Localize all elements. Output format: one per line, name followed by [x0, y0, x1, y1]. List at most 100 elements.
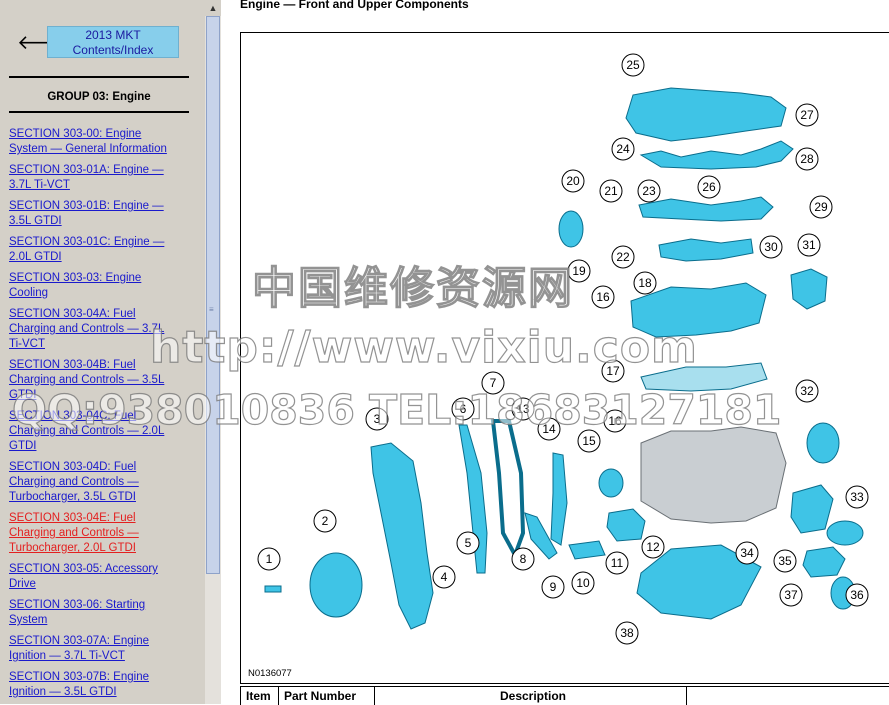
page-title: Engine — Front and Upper Components — [240, 0, 469, 11]
section-link-text: SECTION 303-01B: Engine — — [9, 200, 164, 212]
callout-number: 5 — [465, 536, 472, 550]
column-header-description: Description — [374, 687, 687, 705]
section-link-text: SECTION 303-06: Starting — [9, 599, 146, 611]
callout-18: 17 — [601, 359, 625, 383]
section-link-text: Charging and Controls — — [9, 476, 139, 488]
callout-number: 16 — [608, 414, 622, 428]
callout-circle — [481, 371, 505, 395]
section-link-text: Cooling — [9, 287, 48, 299]
callout-6: 6 — [451, 397, 475, 421]
callout-circle — [365, 407, 389, 431]
divider — [9, 111, 189, 113]
callout-circle — [845, 583, 869, 607]
callout-number: 11 — [611, 556, 624, 570]
callout-37: 36 — [845, 583, 869, 607]
callout-17: 16 — [591, 285, 615, 309]
group-title: GROUP 03: Engine — [47, 91, 151, 103]
callout-circle — [759, 235, 783, 259]
parts-table-header: Item Part Number Description — [240, 686, 889, 705]
callout-14: 14 — [537, 417, 561, 441]
callout-number: 4 — [441, 570, 448, 584]
column-header-item: Item — [240, 687, 278, 705]
callout-number: 25 — [626, 58, 640, 72]
contents-index-button[interactable]: 2013 MKT Contents/Index — [47, 26, 179, 58]
part-head-gasket — [640, 362, 768, 392]
callout-38: 37 — [779, 583, 803, 607]
callout-1: 1 — [257, 547, 281, 571]
section-link-1[interactable]: SECTION 303-01A: Engine —3.7L Ti-VCT — [9, 163, 194, 193]
callout-number: 34 — [740, 546, 754, 560]
callout-number: 14 — [542, 422, 556, 436]
callout-11: 11 — [605, 551, 629, 575]
callout-circle — [537, 417, 561, 441]
callout-9: 9 — [541, 575, 565, 599]
part-oil-pump — [606, 508, 646, 542]
callout-circle — [809, 195, 833, 219]
section-link-text: SECTION 303-04C: Fuel — [9, 410, 137, 422]
section-link-3[interactable]: SECTION 303-01C: Engine —2.0L GTDI — [9, 235, 194, 265]
part-water-pump — [790, 268, 828, 310]
callout-number: 26 — [702, 180, 716, 194]
section-link-text: SECTION 303-04E: Fuel — [9, 512, 136, 524]
callout-circle — [601, 359, 625, 383]
divider — [9, 76, 189, 78]
section-link-text: SECTION 303-01A: Engine — — [9, 164, 164, 176]
part-ignition-coils — [639, 140, 794, 170]
column-header-part-number: Part Number — [278, 687, 374, 705]
section-link-text: GTDI — [9, 440, 37, 452]
part-valve-cover — [625, 87, 787, 142]
sidebar-scrollbar[interactable]: ▲ ≡ — [205, 0, 221, 704]
part-lower-chain-guide — [524, 512, 558, 560]
section-link-text: SECTION 303-03: Engine — [9, 272, 142, 284]
callout-2: 2 — [313, 509, 337, 533]
section-link-text: Turbocharger, 3.5L GTDI — [9, 491, 136, 503]
scroll-thumb[interactable]: ≡ — [206, 16, 220, 574]
part-cam-sprocket — [558, 210, 584, 248]
callout-number: 27 — [800, 108, 814, 122]
callout-circle — [591, 285, 615, 309]
callout-21: 20 — [561, 169, 585, 193]
callout-circle — [577, 429, 601, 453]
section-link-2[interactable]: SECTION 303-01B: Engine — 3.5L GTDI — [9, 199, 194, 229]
callout-number: 28 — [800, 152, 814, 166]
callout-number: 37 — [784, 588, 798, 602]
section-link-text: 3.5L GTDI — [9, 215, 62, 227]
contents-button-line1: 2013 MKT — [85, 28, 141, 42]
callout-27: 26 — [697, 175, 721, 199]
callout-19: 18 — [633, 271, 657, 295]
callout-22: 21 — [599, 179, 623, 203]
section-link-text: Charging and Controls — 3.7L — [9, 323, 165, 335]
callout-circle — [611, 245, 635, 269]
callout-7: 7 — [481, 371, 505, 395]
callout-number: 35 — [778, 554, 792, 568]
callout-circle — [637, 179, 661, 203]
callout-circle — [773, 549, 797, 573]
callout-number: 3 — [374, 412, 381, 426]
callout-circle — [795, 147, 819, 171]
contents-button-line2: Contents/Index — [72, 43, 154, 57]
section-link-text: Drive — [9, 578, 36, 590]
scroll-up-arrow-icon[interactable]: ▲ — [205, 0, 221, 16]
part-oil-pan — [636, 544, 762, 620]
callout-circle — [571, 571, 595, 595]
part-camshafts — [638, 196, 774, 222]
callout-circle — [561, 169, 585, 193]
part-bolt — [264, 585, 282, 593]
callout-number: 13 — [516, 402, 530, 416]
callout-circle — [567, 259, 591, 283]
section-link-text: System — General Information — [9, 143, 167, 155]
callout-circle — [633, 271, 657, 295]
